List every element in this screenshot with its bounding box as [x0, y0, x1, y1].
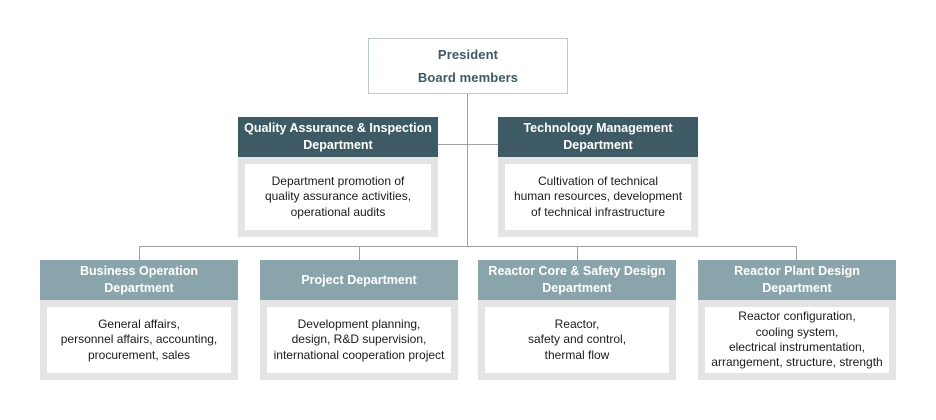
connector-president-trunk [467, 94, 468, 247]
dept-body-panel: Development planning, design, R&D superv… [260, 300, 458, 380]
dept-description-technology-management: Cultivation of technical human resources… [505, 164, 691, 230]
dept-box-business-operation: Business Operation Department General af… [40, 260, 238, 380]
connector-drop-project [359, 247, 360, 260]
dept-box-project: Project Department Development planning,… [260, 260, 458, 380]
connector-drop-reactor-plant [796, 247, 797, 260]
dept-title-technology-management: Technology Management Department [498, 117, 698, 157]
board-members-title: Board members [417, 70, 519, 85]
dept-title-reactor-core-safety-design: Reactor Core & Safety Design Department [478, 260, 676, 300]
dept-body-panel: Reactor, safety and control, thermal flo… [478, 300, 676, 380]
dept-description-business-operation: General affairs, personnel affairs, acco… [47, 307, 231, 373]
connector-drop-business-operation [139, 247, 140, 260]
dept-description-reactor-core-safety-design: Reactor, safety and control, thermal flo… [485, 307, 669, 373]
dept-box-quality-assurance: Quality Assurance & Inspection Departmen… [238, 117, 438, 237]
connector-level2-branch [438, 144, 498, 145]
connector-drop-reactor-core [577, 247, 578, 260]
dept-description-reactor-plant-design: Reactor configuration, cooling system, e… [705, 307, 889, 373]
president-title: President [437, 47, 499, 62]
connector-level3-bus [139, 246, 797, 247]
dept-body-panel: Department promotion of quality assuranc… [238, 157, 438, 237]
dept-body-panel: General affairs, personnel affairs, acco… [40, 300, 238, 380]
dept-title-reactor-plant-design: Reactor Plant Design Department [698, 260, 896, 300]
dept-box-technology-management: Technology Management Department Cultiva… [498, 117, 698, 237]
president-box: President Board members [368, 38, 568, 94]
dept-title-business-operation: Business Operation Department [40, 260, 238, 300]
dept-description-project: Development planning, design, R&D superv… [267, 307, 451, 373]
dept-title-project: Project Department [260, 260, 458, 300]
dept-box-reactor-core-safety-design: Reactor Core & Safety Design Department … [478, 260, 676, 380]
dept-body-panel: Cultivation of technical human resources… [498, 157, 698, 237]
dept-title-quality-assurance: Quality Assurance & Inspection Departmen… [238, 117, 438, 157]
dept-description-quality-assurance: Department promotion of quality assuranc… [245, 164, 431, 230]
dept-body-panel: Reactor configuration, cooling system, e… [698, 300, 896, 380]
dept-box-reactor-plant-design: Reactor Plant Design Department Reactor … [698, 260, 896, 380]
